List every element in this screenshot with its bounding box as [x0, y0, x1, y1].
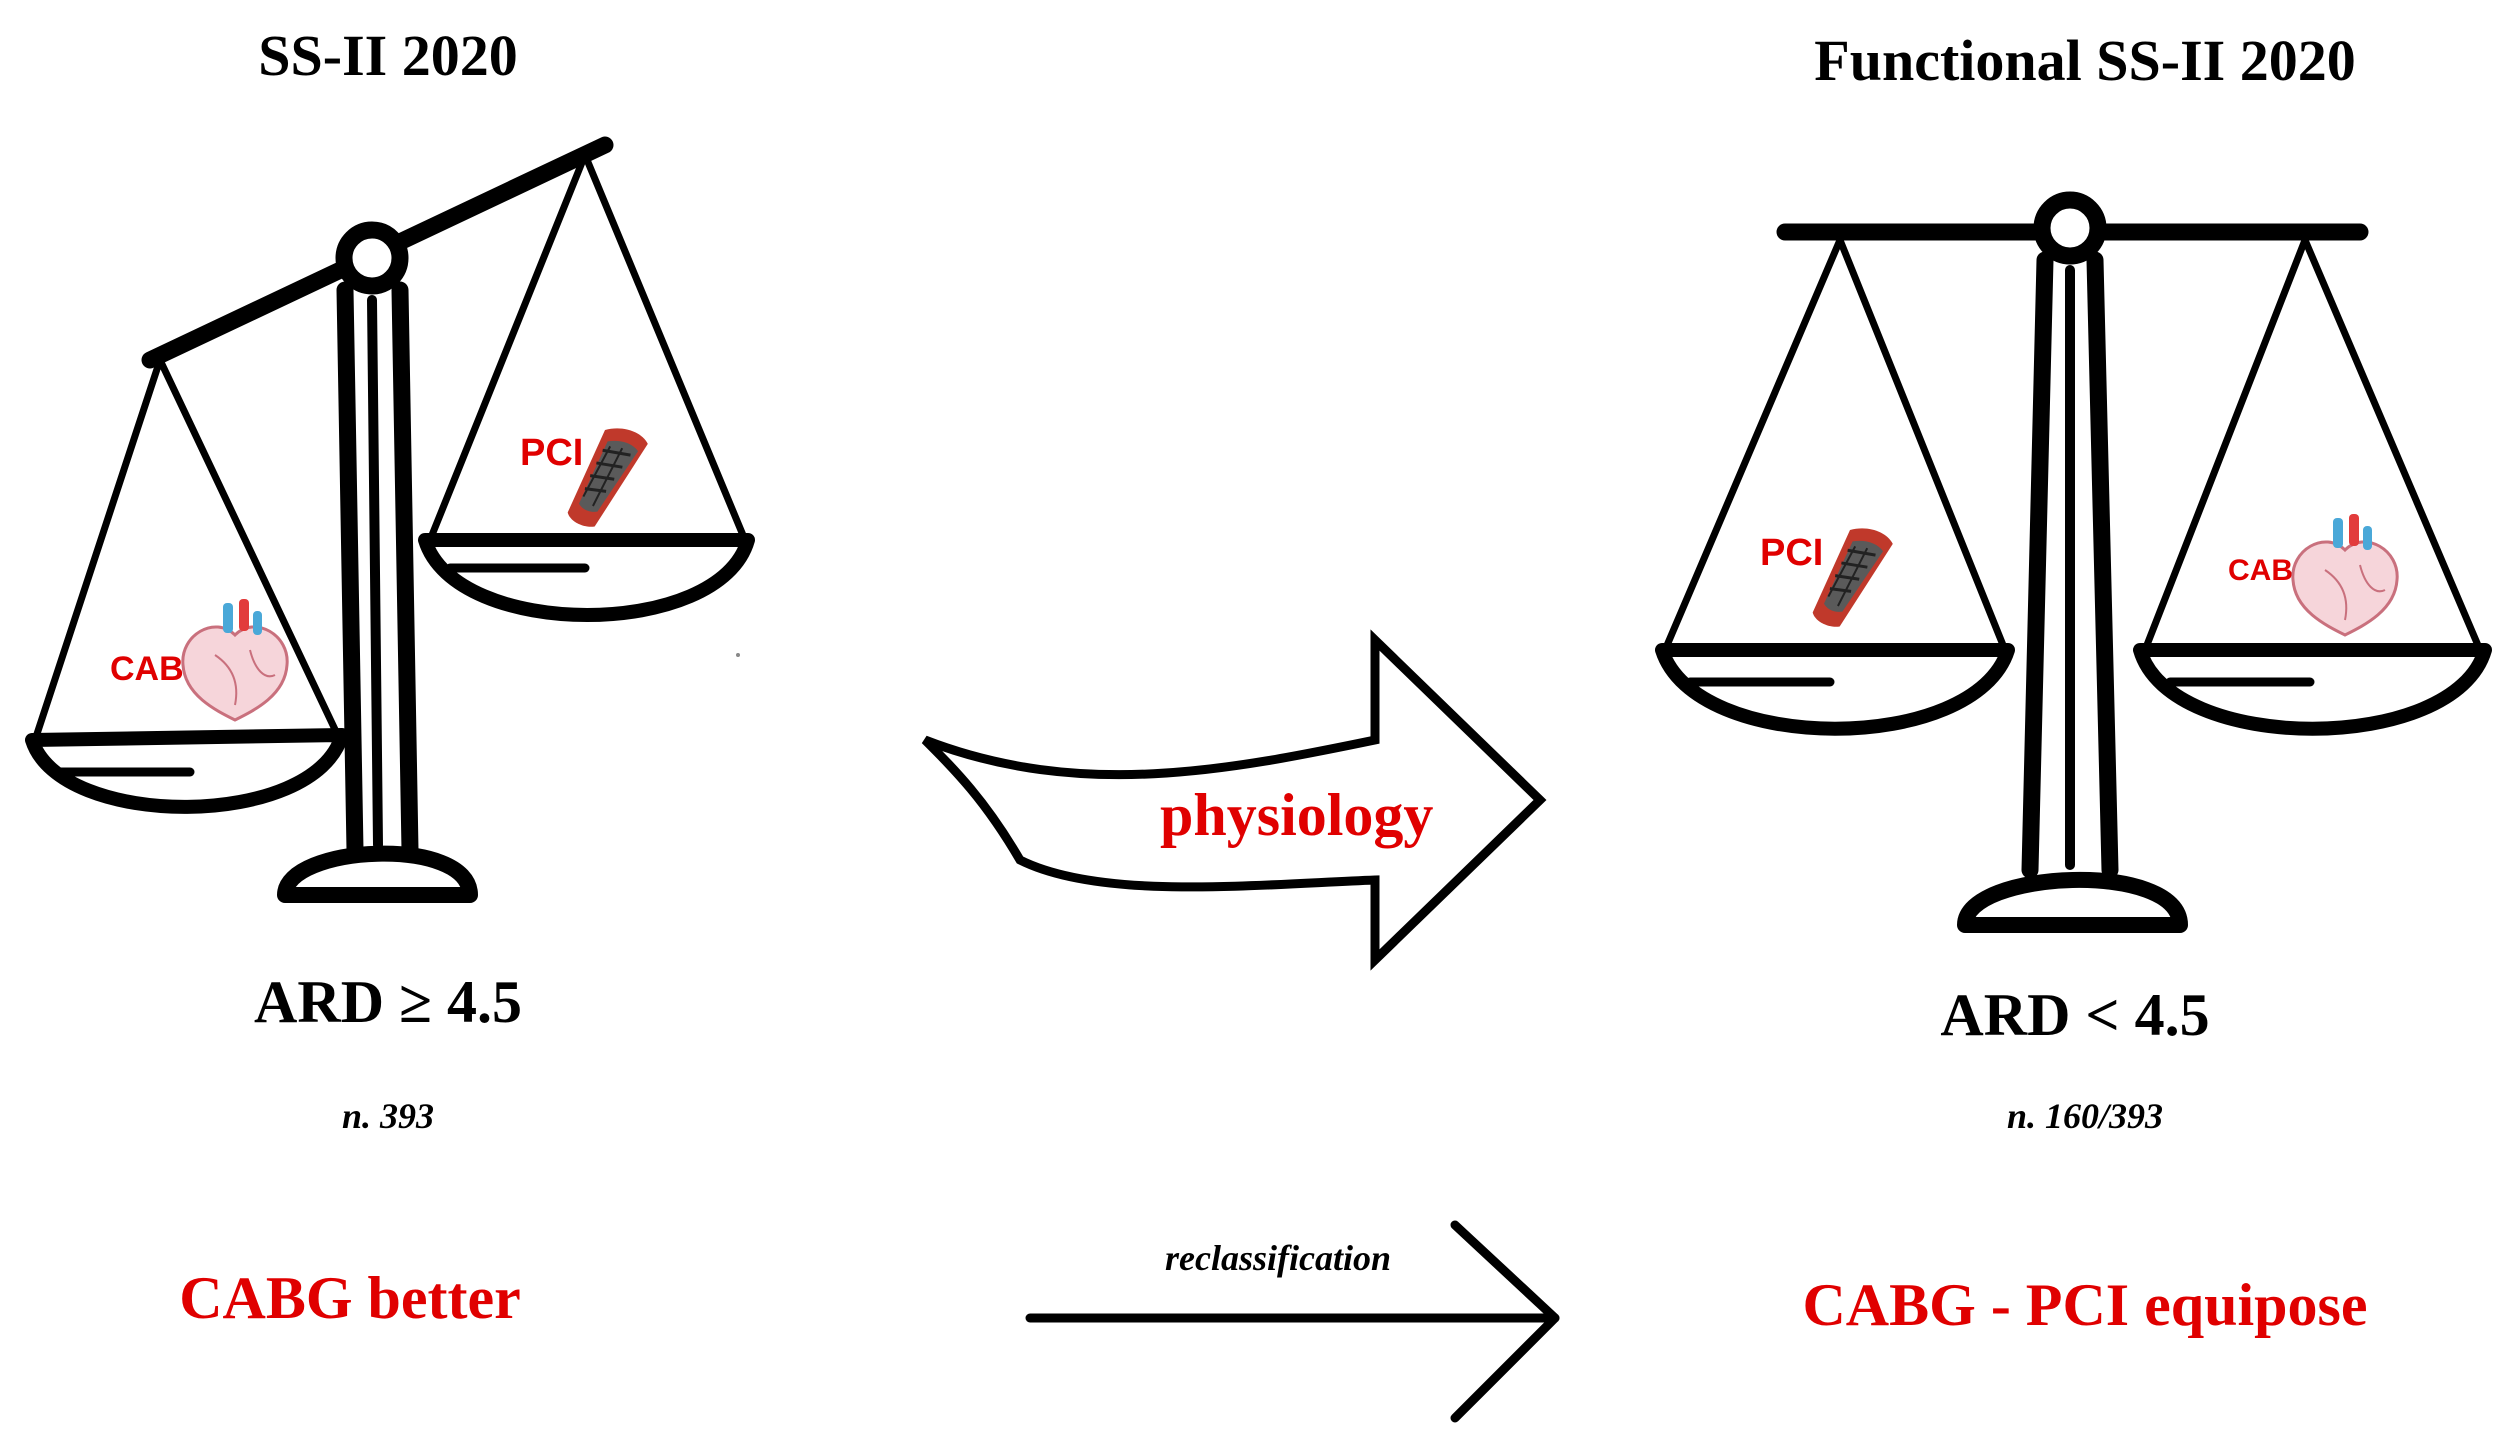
right-n: n. 160/393: [2007, 1096, 2163, 1136]
right-ard: ARD < 4.5: [1940, 982, 2209, 1048]
left-pan-right: [418, 533, 755, 622]
left-base: [277, 845, 478, 903]
left-ard: ARD ≥ 4.5: [254, 969, 522, 1035]
right-pan-left: [1655, 643, 2015, 736]
right-verdict: CABG - PCI equipose: [1802, 1272, 2367, 1338]
heart-icon: [181, 597, 289, 722]
stray-dot: [736, 653, 740, 657]
right-title: Functional SS-II 2020: [1814, 28, 2355, 93]
right-cabg-item: CABG: [2228, 512, 2399, 637]
right-pivot: [2033, 191, 2107, 265]
svg-text:PCI: PCI: [520, 432, 583, 474]
left-cabg-item: CABG: [110, 597, 289, 722]
left-title: SS-II 2020: [258, 23, 517, 88]
heart-icon: [2291, 512, 2399, 637]
reclassification-label: reclassification: [1165, 1238, 1391, 1278]
left-scale: [25, 136, 755, 903]
curved-arrow: physiology: [921, 629, 1547, 971]
right-pan-right: [2133, 643, 2492, 736]
left-post: [336, 281, 419, 859]
right-post: [2021, 251, 2119, 879]
physiology-label: physiology: [1160, 782, 1433, 848]
right-scale: [1655, 191, 2492, 933]
svg-text:PCI: PCI: [1760, 532, 1823, 574]
right-base: [1957, 871, 2188, 933]
left-pci-item: PCI: [520, 418, 652, 539]
left-n: n. 393: [342, 1096, 434, 1136]
straight-arrow: [1025, 1220, 1560, 1423]
left-pivot: [335, 221, 409, 295]
right-pci-item: PCI: [1760, 518, 1897, 639]
left-verdict: CABG better: [179, 1265, 521, 1331]
